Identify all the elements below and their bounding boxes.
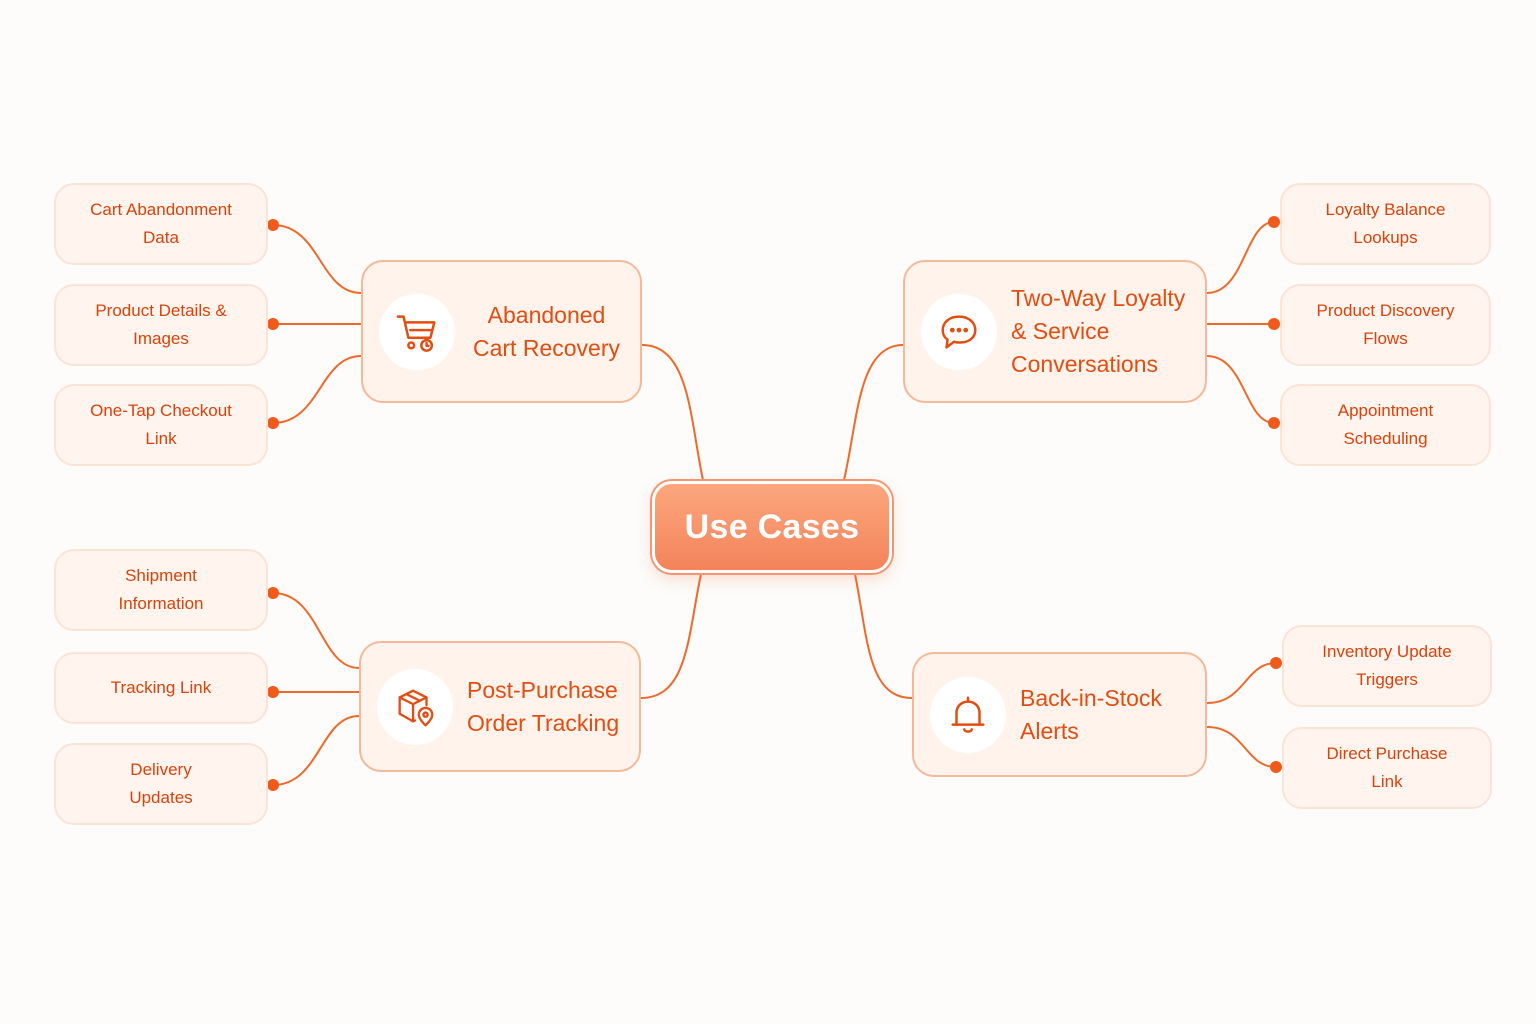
- leaf-label: Delivery Updates: [129, 760, 193, 807]
- leaf-tracking-link[interactable]: Tracking Link: [54, 652, 268, 724]
- branch-label: Abandoned Cart Recovery: [473, 301, 620, 361]
- branch-post-purchase-tracking[interactable]: Post-Purchase Order Tracking: [359, 641, 641, 772]
- connector-loyalty-leaf-3: [1206, 355, 1275, 424]
- branch-label: Post-Purchase Order Tracking: [467, 676, 620, 736]
- connector-dot: [267, 686, 279, 698]
- leaf-label: Cart Abandonment Data: [90, 200, 232, 247]
- shopping-cart-icon: [379, 293, 455, 370]
- connector-dot: [1270, 657, 1282, 669]
- connector-center-cart: [641, 344, 704, 481]
- branch-label: Two-Way Loyalty & Service Conversations: [1011, 285, 1186, 377]
- chat-bubble-icon: [921, 293, 997, 370]
- branch-two-way-loyalty[interactable]: Two-Way Loyalty & Service Conversations: [903, 260, 1207, 403]
- connector-dot: [267, 318, 279, 330]
- leaf-label: Product Details & Images: [95, 301, 227, 348]
- branch-label: Back-in-Stock Alerts: [1020, 684, 1162, 744]
- connector-dot: [1268, 216, 1280, 228]
- leaf-one-tap-checkout-link[interactable]: One-Tap Checkout Link: [54, 384, 268, 466]
- leaf-label: Loyalty Balance Lookups: [1325, 200, 1446, 247]
- leaf-loyalty-balance-lookups[interactable]: Loyalty Balance Lookups: [1280, 183, 1491, 265]
- leaf-delivery-updates[interactable]: Delivery Updates: [54, 743, 268, 825]
- connector-dot: [1268, 417, 1280, 429]
- connector-center-loyalty: [843, 344, 904, 481]
- leaf-label: Product Discovery Flows: [1316, 301, 1455, 348]
- leaf-label: One-Tap Checkout Link: [90, 401, 232, 448]
- leaf-product-discovery-flows[interactable]: Product Discovery Flows: [1280, 284, 1491, 366]
- connector-stock-leaf-2: [1206, 726, 1277, 768]
- leaf-label: Appointment Scheduling: [1337, 401, 1434, 448]
- connector-dot: [267, 219, 279, 231]
- leaf-inventory-update-triggers[interactable]: Inventory Update Triggers: [1282, 625, 1492, 707]
- connector-loyalty-leaf-1: [1206, 221, 1275, 294]
- center-node[interactable]: Use Cases: [652, 481, 892, 573]
- connector-cart-leaf-3: [272, 355, 362, 424]
- connector-dot: [1268, 318, 1280, 330]
- center-label: Use Cases: [684, 507, 860, 546]
- connector-dot: [267, 417, 279, 429]
- connector-tracking-leaf-3: [272, 715, 360, 786]
- leaf-label: Tracking Link: [110, 678, 212, 697]
- bell-icon: [930, 676, 1006, 753]
- branch-back-in-stock[interactable]: Back-in-Stock Alerts: [912, 652, 1207, 777]
- leaf-appointment-scheduling[interactable]: Appointment Scheduling: [1280, 384, 1491, 466]
- leaf-label: Shipment Information: [118, 566, 204, 613]
- connector-dot: [267, 587, 279, 599]
- branch-abandoned-cart-recovery[interactable]: Abandoned Cart Recovery: [361, 260, 642, 403]
- connector-tracking-leaf-1: [272, 592, 360, 669]
- connector-dot: [1270, 761, 1282, 773]
- leaf-shipment-information[interactable]: Shipment Information: [54, 549, 268, 631]
- connector-cart-leaf-1: [272, 224, 362, 294]
- leaf-label: Inventory Update Triggers: [1322, 642, 1452, 689]
- connector-center-tracking: [640, 573, 702, 699]
- connector-dot: [267, 779, 279, 791]
- leaf-label: Direct Purchase Link: [1326, 744, 1448, 791]
- connector-stock-leaf-1: [1206, 662, 1277, 704]
- package-location-icon: [377, 668, 453, 745]
- leaf-direct-purchase-link[interactable]: Direct Purchase Link: [1282, 727, 1492, 809]
- connector-center-stock: [854, 573, 913, 699]
- leaf-cart-abandonment-data[interactable]: Cart Abandonment Data: [54, 183, 268, 265]
- leaf-product-details-images[interactable]: Product Details & Images: [54, 284, 268, 366]
